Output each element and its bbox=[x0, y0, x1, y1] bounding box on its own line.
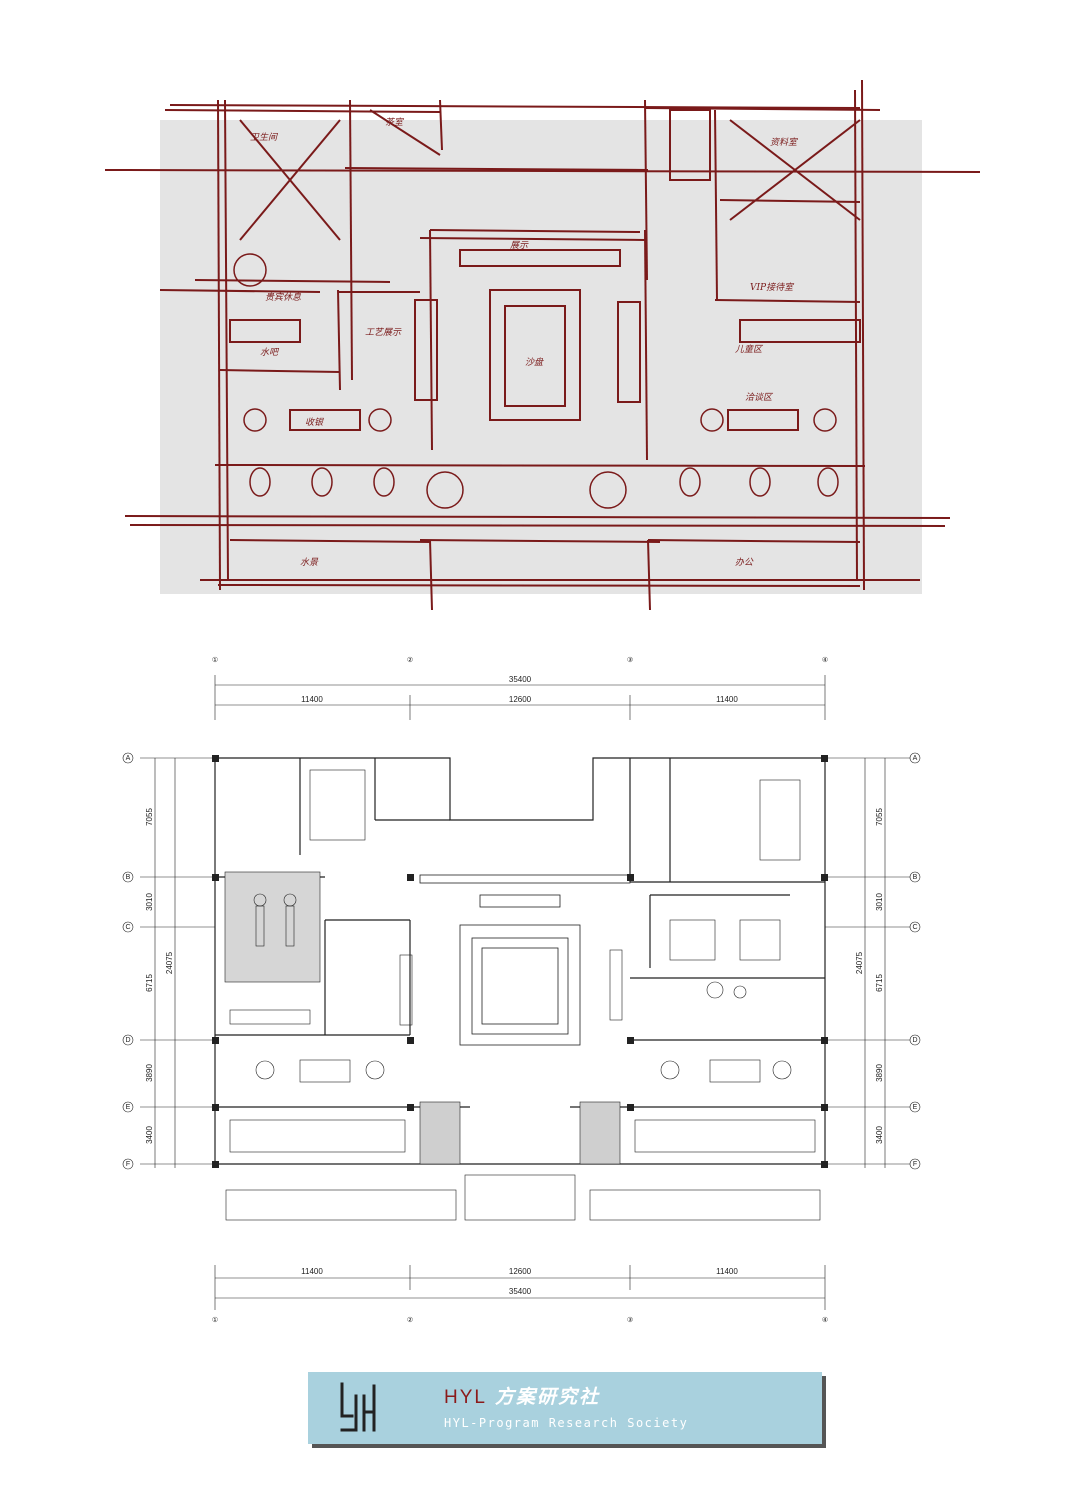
sketch-label-vip-rest: 贵宾休息 bbox=[265, 292, 301, 303]
axis-col-1-bottom: ① bbox=[212, 1316, 218, 1324]
bottom-dim-3: 11400 bbox=[716, 1267, 738, 1276]
bottom-overall-dim: 35400 bbox=[509, 1287, 532, 1296]
right-dim-1: 7055 bbox=[875, 808, 884, 826]
axis-col-2-bottom: ② bbox=[407, 1316, 413, 1324]
axis-row-c-left: C bbox=[125, 924, 130, 931]
brand-banner: HYL 方案研究社 HYL-Program Research Society bbox=[308, 1372, 822, 1444]
sketch-label-waterbar: 水吧 bbox=[260, 347, 280, 358]
axis-row-e-left: E bbox=[126, 1104, 131, 1111]
axis-row-a-left: A bbox=[126, 755, 131, 762]
sketch-label-cashier: 收银 bbox=[305, 417, 324, 428]
structural-columns bbox=[212, 755, 828, 1168]
axis-row-d-left: D bbox=[125, 1037, 130, 1044]
axis-row-f-left: F bbox=[126, 1161, 130, 1168]
axis-col-4-top: ④ bbox=[822, 656, 828, 664]
axis-row-b-right: B bbox=[913, 874, 918, 881]
right-dim-5: 3400 bbox=[875, 1126, 884, 1144]
sketch-label-restroom: 卫生间 bbox=[250, 132, 278, 143]
bottom-dim-1: 11400 bbox=[301, 1267, 323, 1276]
banner-name-cn: 方案研究社 bbox=[494, 1386, 600, 1408]
central-display bbox=[419, 874, 631, 1046]
banner-subtitle: HYL-Program Research Society bbox=[444, 1416, 689, 1430]
sketch-floor-plan: 卫生间 茶室 贵宾休息 水吧 工艺展示 沙盘 展示 收银 洽谈区 儿童区 VIP… bbox=[104, 79, 980, 611]
sketch-label-vip: VIP接待室 bbox=[750, 282, 795, 293]
sketch-label-water: 水景 bbox=[300, 557, 319, 568]
right-dim-4: 3890 bbox=[875, 1064, 884, 1082]
hyl-logo-icon bbox=[340, 1382, 376, 1432]
sketch-label-office: 办公 bbox=[735, 557, 754, 568]
right-dim-2: 3010 bbox=[875, 893, 884, 911]
right-overall-dim: 24075 bbox=[855, 951, 864, 974]
sketch-label-tea: 茶室 bbox=[385, 117, 405, 128]
axis-col-4-bottom: ④ bbox=[822, 1316, 828, 1324]
axis-row-e-right: E bbox=[913, 1104, 918, 1111]
right-dim-3: 6715 bbox=[875, 974, 884, 992]
axis-col-3-top: ③ bbox=[627, 656, 633, 664]
cad-floor-plan: 35400 11400 12600 11400 11400 12600 1140… bbox=[122, 656, 921, 1324]
axis-col-2-top: ② bbox=[407, 656, 413, 664]
top-dim-3: 11400 bbox=[716, 695, 738, 704]
left-dim-4: 3890 bbox=[145, 1064, 154, 1082]
banner-abbr: HYL bbox=[444, 1387, 487, 1408]
top-overall-dim: 35400 bbox=[509, 675, 532, 684]
axis-row-a-right: A bbox=[913, 755, 918, 762]
bottom-dim-2: 12600 bbox=[509, 1267, 532, 1276]
sketch-label-sandtable: 沙盘 bbox=[525, 357, 544, 368]
dimension-lines bbox=[140, 675, 910, 1310]
row-axes bbox=[122, 752, 921, 1170]
left-dim-3: 6715 bbox=[145, 974, 154, 992]
axis-row-b-left: B bbox=[126, 874, 131, 881]
left-dim-2: 3010 bbox=[145, 893, 154, 911]
axis-col-3-bottom: ③ bbox=[627, 1316, 633, 1324]
sketch-label-craft: 工艺展示 bbox=[365, 327, 402, 338]
sketch-label-talk: 洽谈区 bbox=[745, 392, 774, 403]
top-dim-2: 12600 bbox=[509, 695, 532, 704]
sketch-label-archive: 资料室 bbox=[770, 137, 799, 148]
axis-col-1-top: ① bbox=[212, 656, 218, 664]
sketch-label-kids: 儿童区 bbox=[735, 344, 764, 355]
axis-row-d-right: D bbox=[912, 1037, 917, 1044]
tile-floor-area bbox=[224, 871, 321, 983]
sketch-tables bbox=[233, 253, 839, 509]
axis-row-c-right: C bbox=[912, 924, 917, 931]
left-overall-dim: 24075 bbox=[165, 951, 174, 974]
left-dim-1: 7055 bbox=[145, 808, 154, 826]
axis-row-f-right: F bbox=[913, 1161, 917, 1168]
left-dim-5: 3400 bbox=[145, 1126, 154, 1144]
sketch-background bbox=[160, 120, 922, 594]
sketch-lines bbox=[104, 79, 980, 611]
banner-title: HYL 方案研究社 bbox=[444, 1382, 600, 1409]
plan-furniture bbox=[225, 769, 821, 1221]
top-dim-1: 11400 bbox=[301, 695, 323, 704]
sketch-label-display: 展示 bbox=[510, 240, 529, 251]
plan-round-tables bbox=[255, 981, 792, 1080]
